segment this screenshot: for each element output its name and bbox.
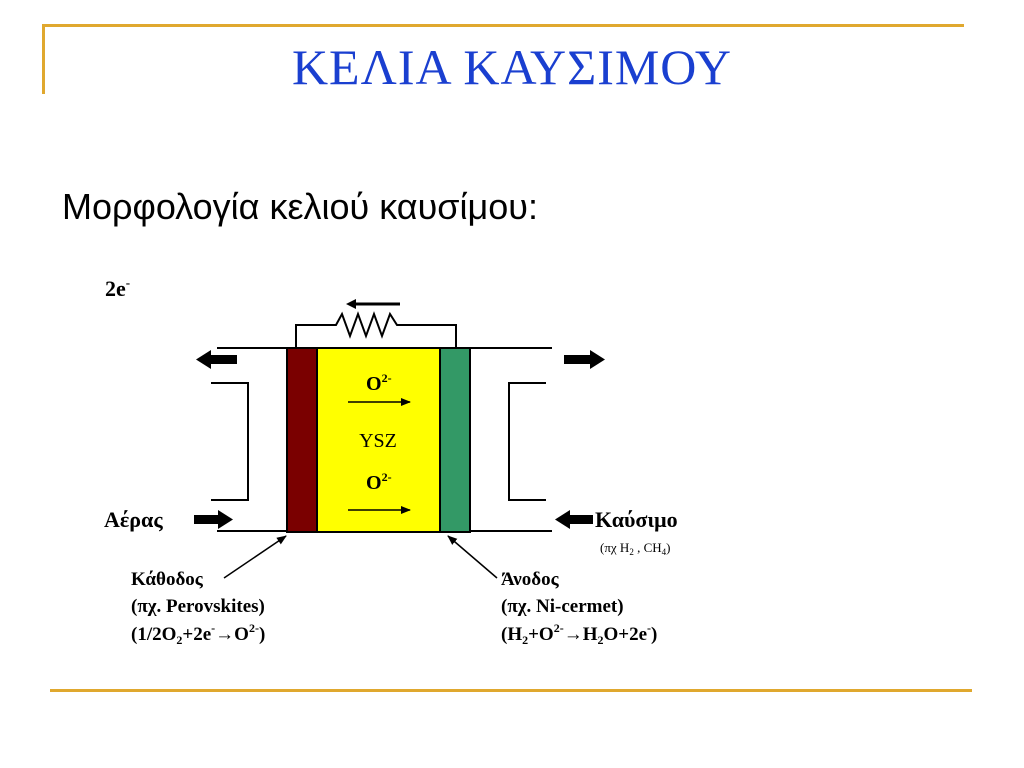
anode-pointer bbox=[447, 535, 498, 579]
cathode-pointer bbox=[223, 535, 287, 579]
cathode-reaction: (1/2O2+2e-→O2-) bbox=[131, 621, 265, 647]
cathode-gas-channel bbox=[211, 382, 249, 501]
exhaust-right-arrowhead bbox=[590, 350, 605, 369]
exhaust-left-arrowhead bbox=[196, 350, 211, 369]
air-label: Αέρας bbox=[104, 507, 163, 532]
anode-material: (πχ. Ni-cermet) bbox=[501, 596, 624, 617]
cathode-name: Κάθοδος bbox=[131, 569, 204, 590]
fuel-inlet-arrow-shaft bbox=[567, 515, 593, 524]
fuel-label: Καύσιμο bbox=[595, 507, 678, 532]
anode-layer bbox=[439, 347, 471, 533]
ion-label-bottom: O2- bbox=[366, 470, 392, 494]
cathode-material: (πχ. Perovskites) bbox=[131, 596, 265, 617]
frame-bottom-line bbox=[50, 689, 972, 692]
electron-flow-arrowhead bbox=[346, 299, 356, 309]
frame-left-line bbox=[42, 24, 45, 94]
cathode-layer bbox=[286, 347, 318, 533]
air-inlet-arrowhead bbox=[218, 510, 233, 529]
exhaust-right-arrow-shaft bbox=[564, 355, 592, 364]
anode-gas-channel bbox=[508, 382, 546, 501]
air-inlet-arrow-shaft bbox=[194, 515, 220, 524]
page-subtitle: Μορφολογία κελιού καυσίμου: bbox=[62, 186, 538, 227]
page-title: ΚΕΛΙΑ ΚΑΥΣΙΜΟΥ bbox=[291, 39, 733, 95]
anode-name: Άνοδος bbox=[501, 569, 560, 590]
anode-reaction: (H2+O2-→H2O+2e-) bbox=[501, 621, 657, 647]
fuel-inlet-arrowhead bbox=[555, 510, 570, 529]
electrolyte-label: YSZ bbox=[359, 430, 397, 452]
fuel-example: (πχ H2 , CH4) bbox=[600, 540, 670, 557]
external-circuit-resistor bbox=[295, 311, 457, 348]
electron-label: 2e- bbox=[105, 275, 130, 301]
exhaust-left-arrow-shaft bbox=[209, 355, 237, 364]
ion-label-top: O2- bbox=[366, 371, 392, 395]
electrolyte-layer bbox=[316, 347, 441, 533]
frame-top-line bbox=[42, 24, 964, 27]
